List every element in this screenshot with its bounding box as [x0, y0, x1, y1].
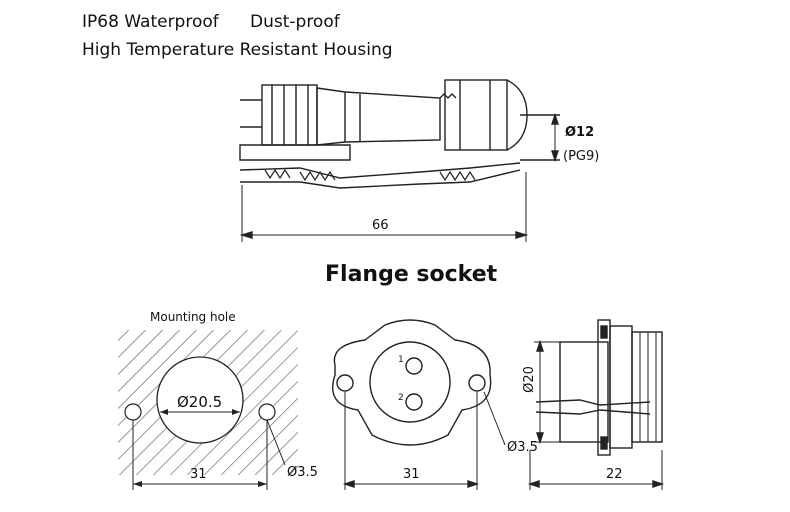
mounting-hole-title: Mounting hole [150, 310, 236, 324]
plug-pg-label: (PG9) [563, 149, 600, 164]
flange-front-drawing [331, 319, 506, 490]
plug-length-label: 66 [372, 218, 389, 233]
plug-diameter-label: Ø12 [565, 125, 595, 140]
mounting-width-label: 31 [190, 467, 207, 482]
flange-screw-label: Ø3.5 [507, 440, 538, 455]
section-title: Flange socket [325, 262, 498, 287]
mounting-hole-diameter-label: Ø20.5 [176, 393, 224, 411]
flange-length-label: 22 [606, 467, 623, 482]
flange-diameter-label: Ø20 [521, 366, 537, 393]
flange-side-drawing [527, 319, 665, 490]
plug-drawing [239, 79, 560, 242]
pin-2-label: 2 [398, 393, 404, 403]
mounting-screw-label: Ø3.5 [287, 465, 318, 480]
feature-housing: High Temperature Resistant Housing [82, 40, 393, 60]
flange-width-label: 31 [403, 467, 420, 482]
pin-1-label: 1 [398, 355, 404, 365]
feature-dustproof: Dust-proof [250, 12, 340, 32]
feature-waterproof: IP68 Waterproof [82, 12, 219, 32]
